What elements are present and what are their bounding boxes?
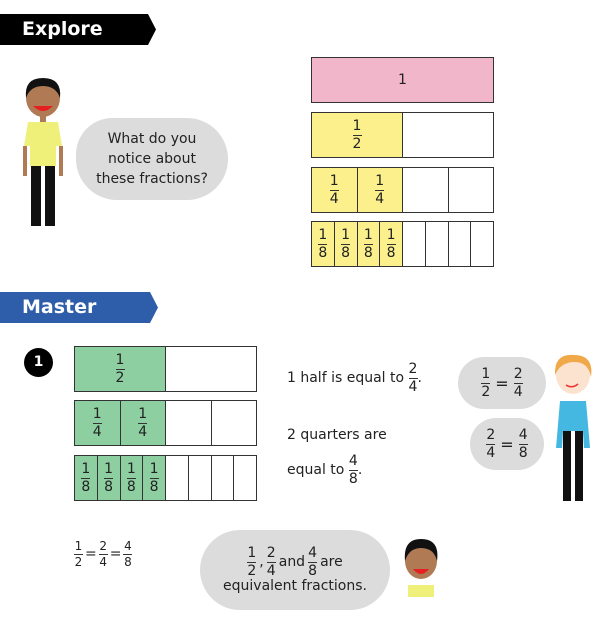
blond-boy-character-icon [554,354,592,501]
empty-part [189,456,212,500]
explore-banner: Explore [0,14,156,45]
empty-part [403,113,493,157]
empty-part [471,222,493,266]
explore-title: Explore [22,18,103,40]
empty-part [449,222,472,266]
bubble-text: What do you notice about these fractions… [96,131,208,187]
statement-quarters-line1: 2 quarters are [287,427,387,443]
empty-part [449,168,494,212]
question-number-badge: 1 [24,348,53,377]
empty-part [166,456,189,500]
empty-part [166,347,256,391]
empty-part [212,401,257,445]
master-title: Master [22,296,97,318]
boy-head-character-icon [404,539,438,597]
master-banner: Master [0,292,158,323]
empty-part [403,168,449,212]
explore-fraction-bar: 1 [311,57,494,103]
empty-part [403,222,426,266]
empty-part [212,456,235,500]
boy-character-icon [23,78,63,226]
empty-part [426,222,449,266]
filled-part: 1 [312,58,493,102]
explore-speech-bubble: What do you notice about these fractions… [76,118,228,200]
empty-part [234,456,256,500]
empty-part [166,401,212,445]
